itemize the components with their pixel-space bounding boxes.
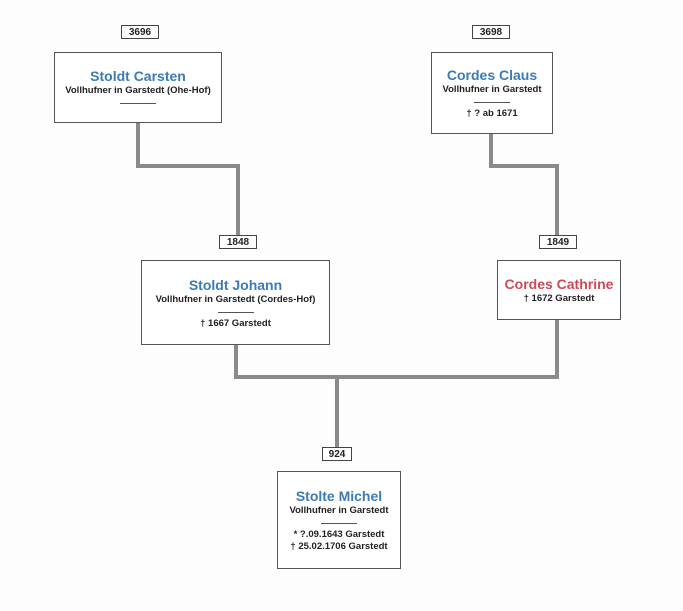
separator-line — [321, 523, 357, 524]
separator-line — [120, 102, 156, 104]
life-events: † 1672 Garstedt — [524, 293, 595, 305]
person-name: Stoldt Johann — [188, 276, 283, 293]
connector-line — [335, 375, 339, 447]
person-number-3698: 3698 — [472, 25, 510, 39]
person-name: Cordes Claus — [446, 67, 538, 83]
person-occupation: Vollhufner in Garstedt (Ohe-Hof) — [65, 84, 211, 96]
life-events: † ? ab 1671 — [466, 108, 517, 120]
person-number-1848: 1848 — [219, 235, 257, 249]
life-event: † ? ab 1671 — [466, 108, 518, 119]
person-name: Stoldt Carsten — [90, 67, 186, 84]
connector-line — [489, 164, 559, 168]
life-events: † 1667 Garstedt — [200, 318, 271, 330]
connector-line — [555, 164, 559, 236]
connector-line — [555, 320, 559, 378]
person-occupation: Vollhufner in Garstedt — [289, 505, 389, 516]
person-name: Stolte Michel — [295, 488, 383, 504]
person-name: Cordes Cathrine — [504, 276, 614, 292]
separator-line — [474, 102, 510, 103]
person-occupation: Vollhufner in Garstedt — [442, 84, 542, 95]
life-event: * ?.09.1643 Garstedt — [293, 529, 385, 540]
connector-line — [234, 375, 559, 379]
person-number-924: 924 — [322, 447, 352, 461]
connector-line — [236, 164, 240, 236]
person-card-1849: Cordes Cathrine† 1672 Garstedt — [497, 260, 621, 320]
connector-line — [136, 123, 140, 166]
person-occupation: Vollhufner in Garstedt (Cordes-Hof) — [155, 293, 316, 305]
separator-line — [217, 311, 254, 313]
life-event: † 1667 Garstedt — [200, 317, 271, 329]
person-number-1849: 1849 — [539, 235, 577, 249]
person-number-3696: 3696 — [121, 25, 159, 39]
connector-line — [234, 345, 238, 378]
life-events: * ?.09.1643 Garstedt† 25.02.1706 Garsted… — [290, 529, 387, 553]
life-event: † 25.02.1706 Garstedt — [290, 541, 388, 552]
connector-line — [489, 134, 493, 166]
connector-line — [136, 164, 240, 168]
life-event: † 1672 Garstedt — [523, 293, 595, 304]
